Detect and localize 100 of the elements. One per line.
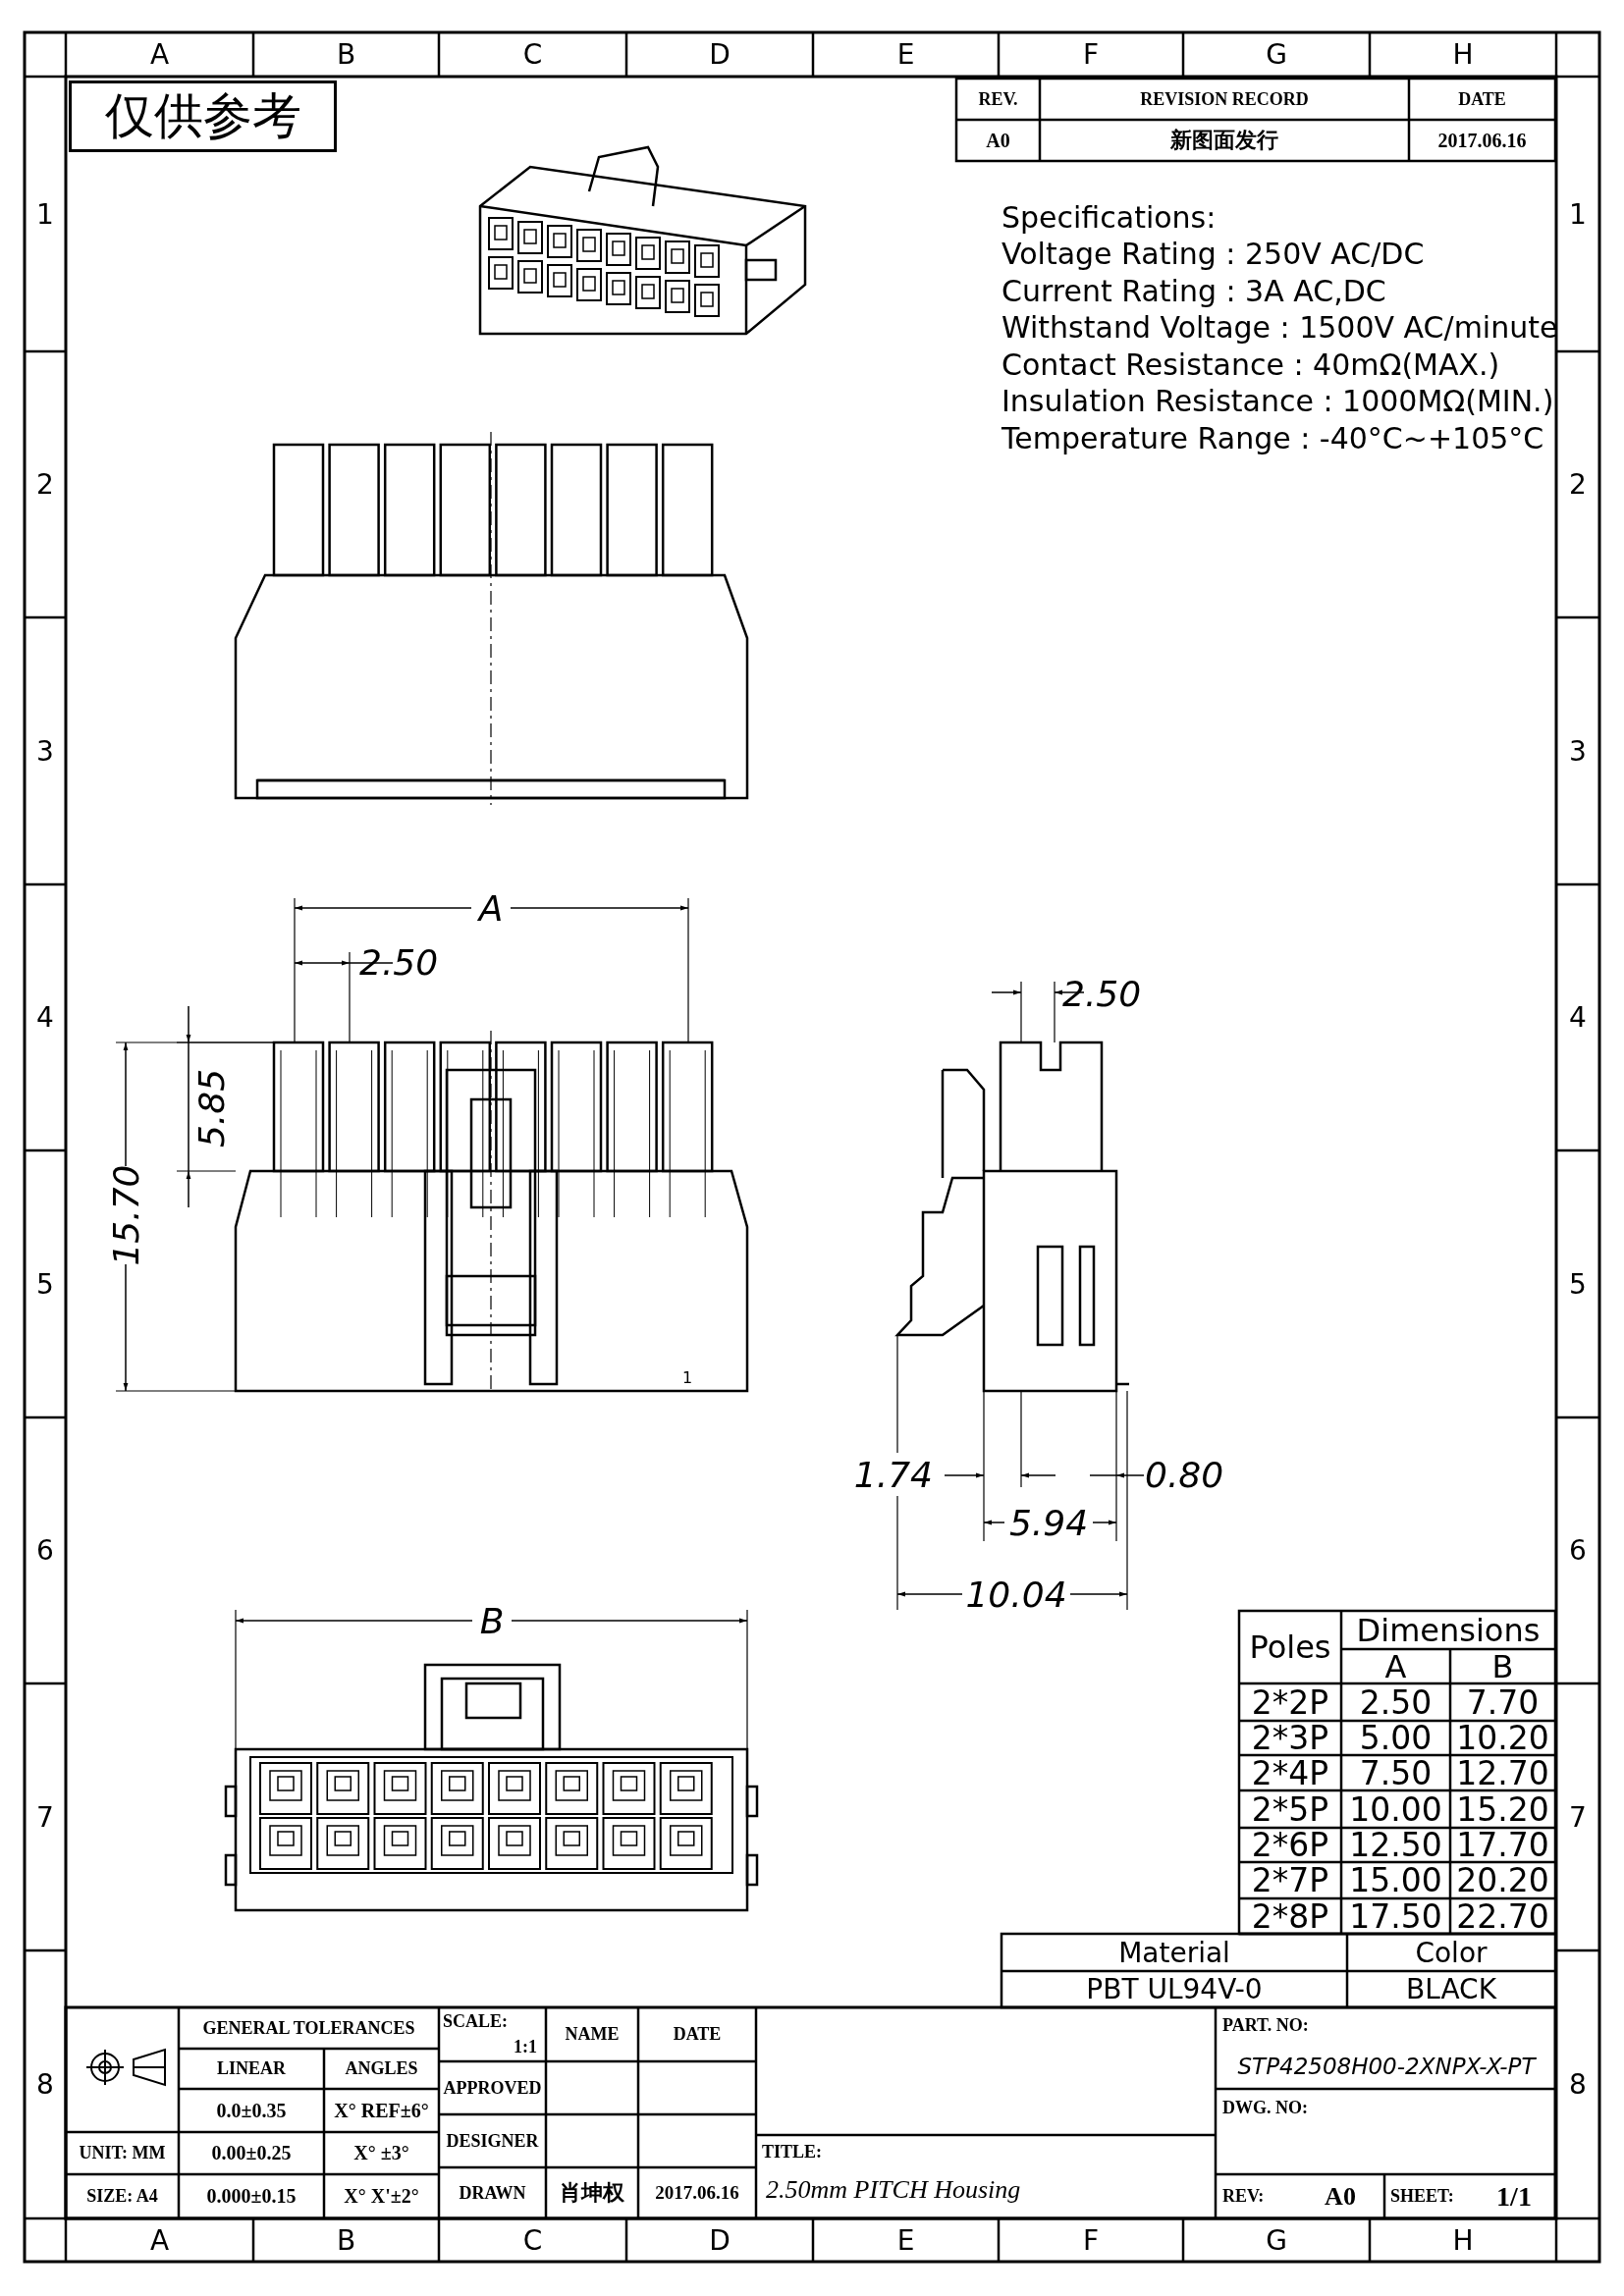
- field-label: PART. NO:: [1222, 2013, 1310, 2037]
- table-cell-text: A0: [1324, 2180, 1357, 2213]
- field-label: DWG. NO:: [1222, 2096, 1309, 2119]
- table-cell-text: 2*8P: [1250, 1898, 1330, 1934]
- spec-text: Temperature Range : -40°C~+105°C: [1001, 419, 1545, 456]
- table-header: A: [1383, 1649, 1408, 1683]
- table-cell-text: 1:1: [513, 2035, 537, 2058]
- grid-number: 8: [1568, 2067, 1588, 2103]
- table-cell-text: 2017.06.16: [654, 2181, 740, 2205]
- grid-number: 6: [35, 1533, 55, 1569]
- table-header: LINEAR: [216, 2057, 287, 2080]
- table-header: GENERAL TOLERANCES: [201, 2016, 416, 2040]
- table-cell-text: A0: [985, 128, 1011, 153]
- table-header: REVISION RECORD: [1139, 87, 1310, 111]
- pin-number: 1: [680, 1366, 694, 1388]
- grid-letter: F: [1081, 37, 1101, 73]
- grid-number: 5: [35, 1266, 55, 1303]
- table-cell-text: 0.0±0.35: [215, 2098, 288, 2123]
- table-cell-text: 7.70: [1465, 1683, 1541, 1721]
- table-cell-text: 2*2P: [1250, 1683, 1330, 1721]
- table-header: REV.: [977, 87, 1019, 111]
- table-cell-text: 12.50: [1348, 1828, 1443, 1862]
- table-cell-text: 2*3P: [1250, 1721, 1330, 1755]
- table-cell-text: 22.70: [1455, 1898, 1550, 1934]
- table-header: Dimensions: [1355, 1611, 1542, 1649]
- grid-number: 3: [35, 733, 55, 770]
- table-cell-text: 2*6P: [1250, 1828, 1330, 1862]
- table-cell-text: X° ±3°: [352, 2141, 410, 2165]
- grid-letter: C: [521, 37, 544, 73]
- table-cell-text: PBT UL94V-0: [1085, 1972, 1264, 2007]
- spec-text: Current Rating : 3A AC,DC: [1001, 272, 1387, 309]
- grid-number: 2: [35, 467, 55, 503]
- table-cell-text: BLACK: [1405, 1972, 1498, 2007]
- table-cell-text: 2017.06.16: [1436, 128, 1528, 153]
- table-cell-text: 2*7P: [1250, 1862, 1330, 1898]
- table-cell-text: 10.20: [1455, 1721, 1550, 1755]
- grid-number: 6: [1568, 1533, 1588, 1569]
- table-cell-text: 15.00: [1348, 1862, 1443, 1898]
- grid-letter: H: [1451, 2222, 1475, 2259]
- dimension-label: 2.50: [1062, 972, 1143, 1015]
- reference-stamp: 仅供参考: [69, 80, 337, 152]
- spec-text: Voltage Rating : 250V AC/DC: [1001, 236, 1426, 273]
- table-cell-text: X° REF±6°: [333, 2098, 430, 2123]
- table-cell-text: 2*5P: [1250, 1790, 1330, 1828]
- table-cell-text: 7.50: [1358, 1755, 1434, 1790]
- spec-text: Contact Resistance : 40mΩ(MAX.): [1001, 346, 1501, 383]
- table-cell-text: 0.000±0.15: [205, 2184, 298, 2209]
- grid-number: 5: [1568, 1266, 1588, 1303]
- table-header: Material: [1117, 1935, 1231, 1971]
- part-number: STP42508H00-2XNPX-X-PT: [1236, 2053, 1538, 2081]
- grid-letter: E: [895, 2222, 916, 2259]
- grid-number: 4: [1568, 1000, 1588, 1036]
- spec-text: Withstand Voltage : 1500V AC/minute: [1001, 309, 1553, 347]
- table-cell-text: 2*4P: [1250, 1755, 1330, 1790]
- grid-number: 7: [1568, 1799, 1588, 1836]
- grid-letter: G: [1265, 37, 1288, 73]
- table-cell-text: 5.00: [1358, 1721, 1434, 1755]
- field-label: SHEET:: [1390, 2185, 1455, 2208]
- grid-letter: A: [148, 37, 171, 73]
- drawing-title: 2.50mm PITCH Housing: [766, 2174, 1022, 2206]
- grid-number: 1: [35, 196, 55, 233]
- table-header: B: [1490, 1649, 1515, 1683]
- spec-heading: Specifications:: [1001, 198, 1218, 236]
- table-cell-text: 1/1: [1495, 2179, 1533, 2214]
- field-label: REV:: [1222, 2185, 1266, 2208]
- field-label: SCALE:: [443, 2009, 509, 2033]
- grid-letter: A: [148, 2222, 171, 2259]
- grid-letter: D: [708, 2222, 731, 2259]
- table-cell-text: UNIT: MM: [78, 2142, 167, 2164]
- table-header: Color: [1414, 1935, 1489, 1971]
- dimension-label: 0.80: [1145, 1453, 1225, 1496]
- table-cell-text: 2.50: [1358, 1683, 1434, 1721]
- grid-number: 4: [35, 1000, 55, 1036]
- table-header: DESIGNER: [445, 2129, 540, 2153]
- spec-text: Insulation Resistance : 1000MΩ(MIN.): [1001, 383, 1553, 420]
- field-label: TITLE:: [762, 2140, 824, 2163]
- table-cell-text: SIZE: A4: [85, 2185, 159, 2208]
- table-cell-text: 17.70: [1455, 1828, 1550, 1862]
- table-cell-text: 肖坤权: [559, 2179, 625, 2207]
- table-header: DATE: [672, 2023, 723, 2046]
- grid-number: 1: [1568, 196, 1588, 233]
- table-header: ANGLES: [344, 2057, 419, 2080]
- table-cell-text: 10.00: [1348, 1790, 1443, 1828]
- table-cell-text: 15.20: [1455, 1790, 1550, 1828]
- grid-letter: B: [335, 37, 357, 73]
- grid-letter: E: [895, 37, 916, 73]
- table-cell-text: 新图面发行: [1169, 127, 1279, 154]
- grid-letter: C: [521, 2222, 544, 2259]
- table-cell-text: 20.20: [1455, 1862, 1550, 1898]
- table-header: NAME: [564, 2023, 621, 2046]
- table-cell-text: 12.70: [1455, 1755, 1550, 1790]
- grid-letter: B: [335, 2222, 357, 2259]
- grid-letter: H: [1451, 37, 1475, 73]
- table-header: DRAWN: [458, 2181, 527, 2205]
- table-cell-text: X° X'±2°: [343, 2184, 420, 2209]
- table-cell-text: 0.00±0.25: [210, 2141, 293, 2165]
- grid-number: 3: [1568, 733, 1588, 770]
- grid-number: 8: [35, 2067, 55, 2103]
- dimension-label: 2.50: [359, 940, 440, 984]
- grid-number: 2: [1568, 467, 1588, 503]
